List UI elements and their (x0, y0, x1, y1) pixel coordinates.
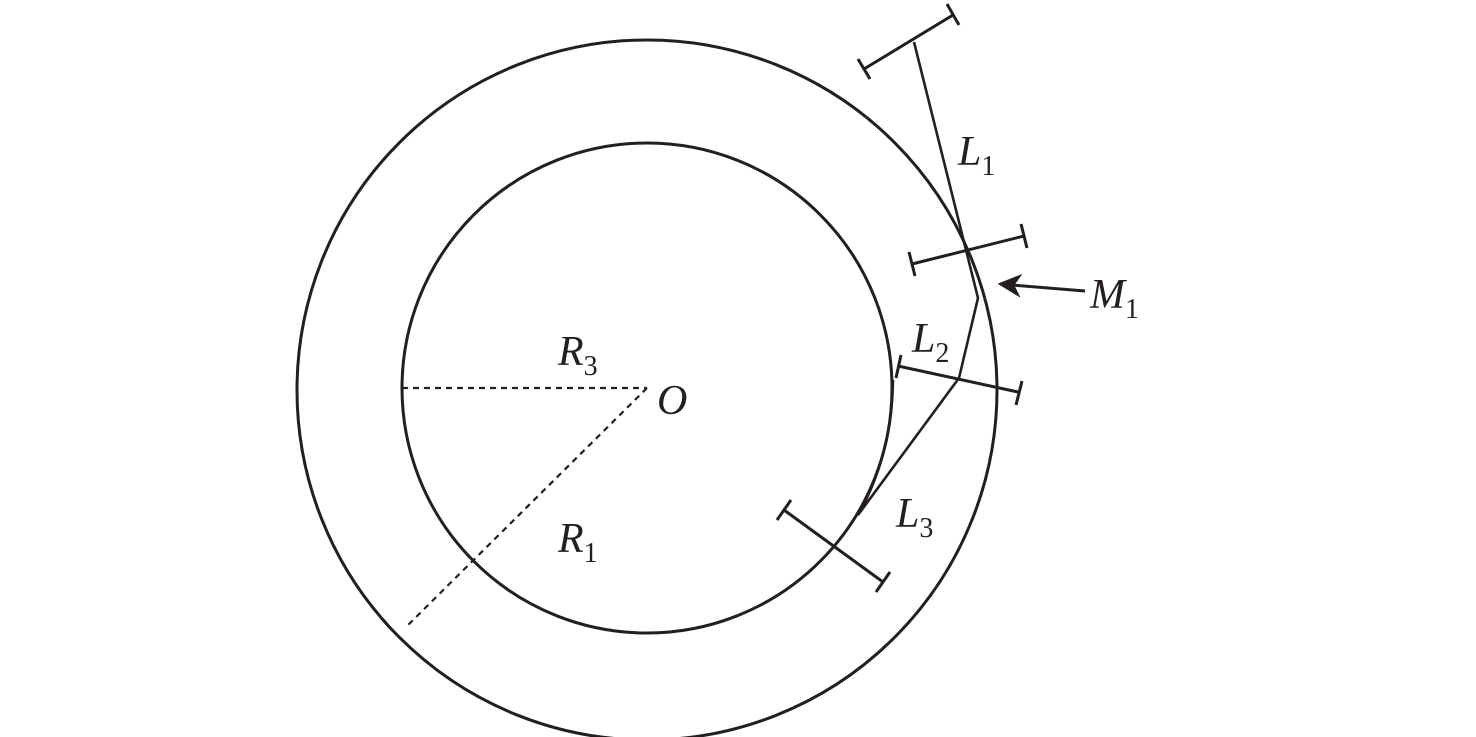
label-l2: L2 (911, 316, 949, 369)
radius-r1-dashed (404, 387, 648, 629)
bar-l3 (775, 499, 892, 593)
outer-circle (295, 38, 999, 737)
label-r1: R1 (557, 516, 598, 569)
label-l1: L1 (957, 129, 995, 182)
label-r3: R3 (557, 329, 598, 382)
label-center-o: O (657, 378, 687, 424)
m1-arrow (997, 273, 1086, 298)
path-l1-l2-l3 (856, 41, 980, 516)
label-m1: M1 (1089, 272, 1139, 325)
bar-l2 (894, 354, 1024, 406)
bar-m1 (907, 223, 1029, 277)
label-l3: L3 (895, 491, 933, 544)
inner-arc-segment (856, 379, 895, 516)
bar-l1-start (856, 3, 961, 80)
